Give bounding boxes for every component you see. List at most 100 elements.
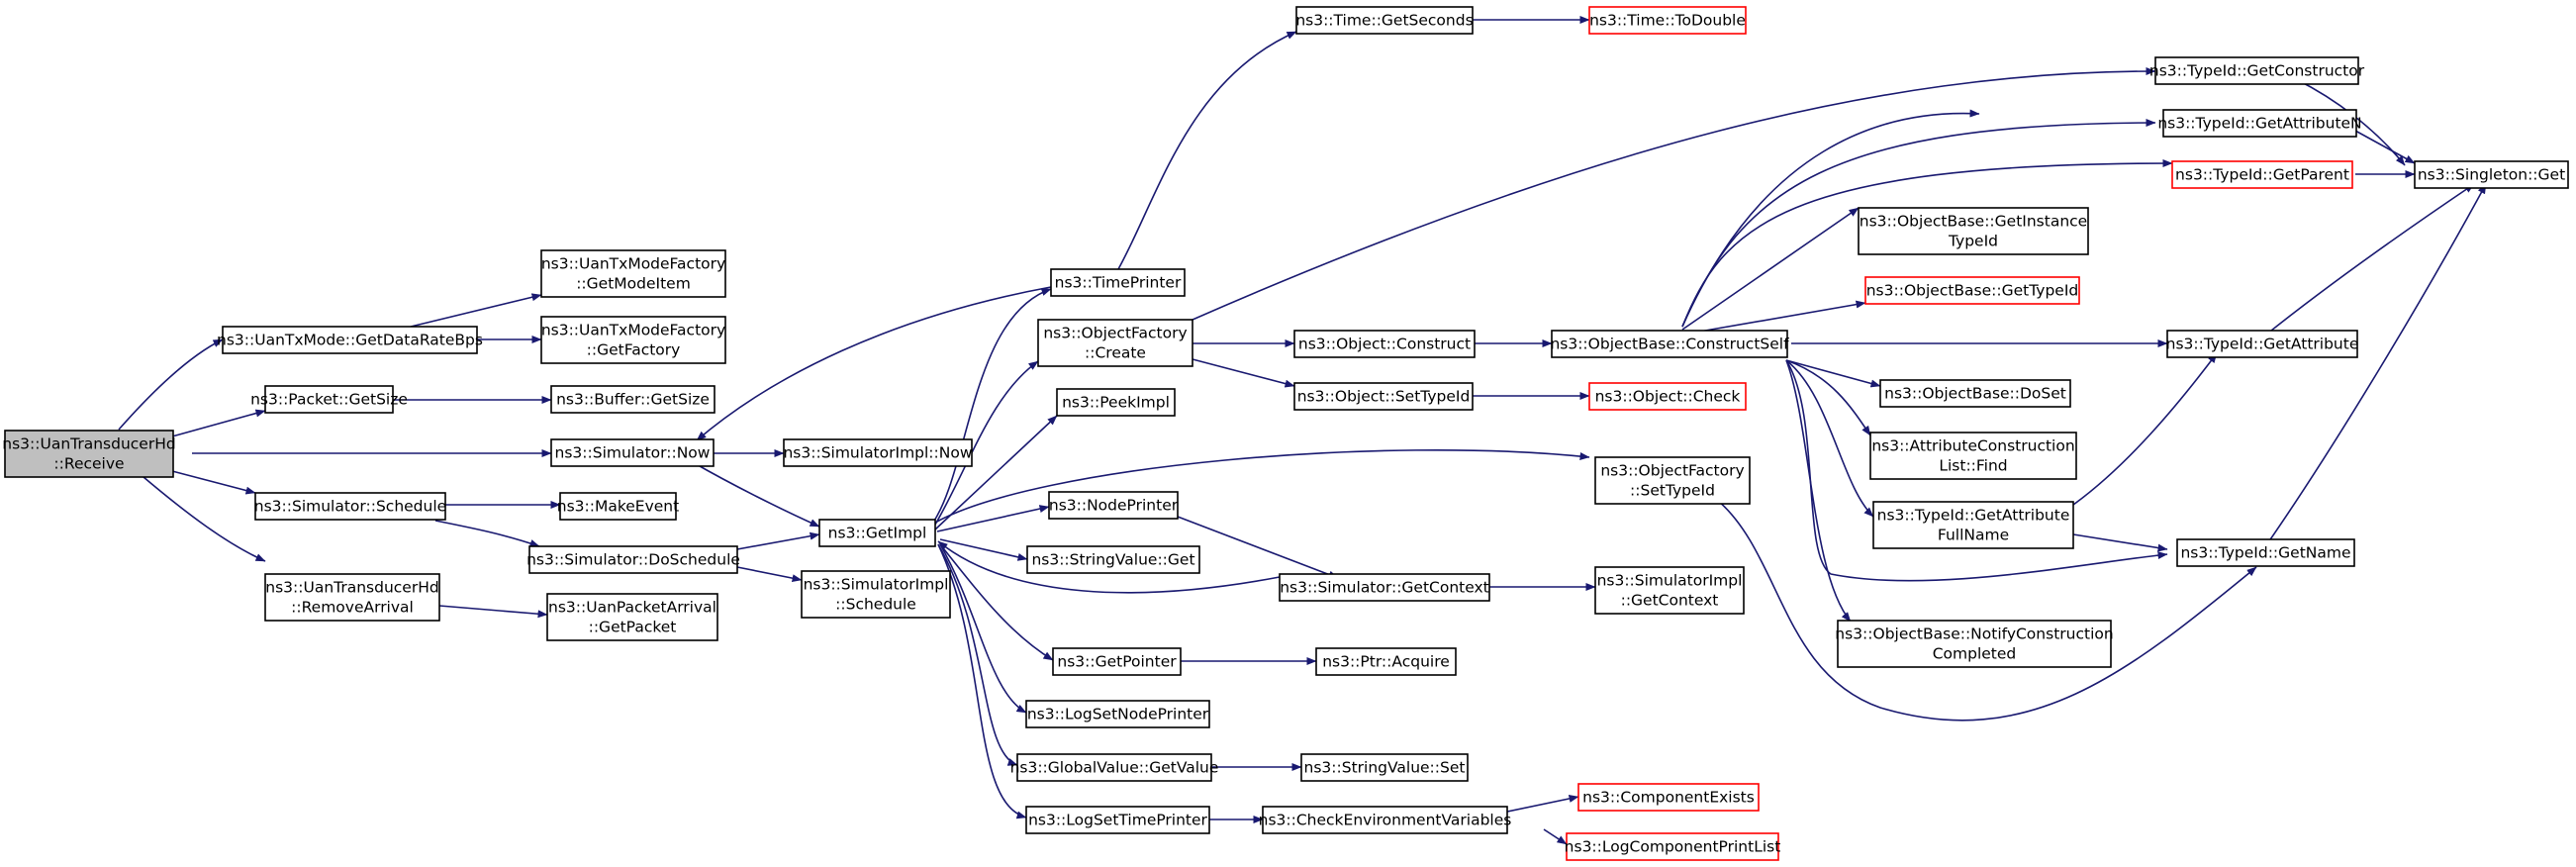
node-label: ns3::ObjectBase::DoSet	[1884, 385, 2066, 403]
node-do-set[interactable]: ns3::ObjectBase::DoSet	[1879, 379, 2071, 408]
edge-constructself-objbasegettypeid	[1681, 300, 1866, 336]
edge-constructself-getinstancetypeid	[1681, 207, 1860, 331]
node-obj-factory-create[interactable]: ns3::ObjectFactory::Create	[1037, 319, 1193, 367]
node-obj-factory-set-type-id[interactable]: ns3::ObjectFactory::SetTypeId	[1594, 456, 1751, 505]
node-label: ns3::Simulator::DoSchedule	[526, 551, 740, 569]
node-label: ns3::LogSetNodePrinter	[1027, 706, 1209, 723]
node-object-set-type-id[interactable]: ns3::Object::SetTypeId	[1293, 382, 1474, 411]
node-box	[2166, 330, 2358, 358]
edges	[118, 16, 2487, 845]
node-box	[783, 438, 973, 467]
node-singleton-get[interactable]: ns3::Singleton::Get	[2414, 160, 2569, 189]
node-global-value-get-value[interactable]: ns3::GlobalValue::GetValue	[1010, 753, 1219, 782]
node-label: ns3::ObjectFactory	[1600, 462, 1744, 480]
node-label: ns3::Buffer::GetSize	[556, 391, 710, 409]
node-log-set-time-printer[interactable]: ns3::LogSetTimePrinter	[1025, 806, 1210, 834]
node-box	[559, 492, 677, 521]
node-peek-impl[interactable]: ns3::PeekImpl	[1056, 388, 1176, 417]
edge-doschedule-simimplschedule	[736, 566, 803, 583]
node-get-parent[interactable]: ns3::TypeId::GetParent	[2171, 160, 2353, 189]
node-label: ns3::Object::Construct	[1298, 336, 1471, 353]
node-box	[540, 249, 726, 298]
node-sim-impl-get-context[interactable]: ns3::SimulatorImpl::GetContext	[1594, 566, 1745, 615]
node-string-value-get[interactable]: ns3::StringValue::Get	[1026, 545, 1200, 574]
node-label: ns3::TimePrinter	[1055, 274, 1182, 292]
node-node-printer[interactable]: ns3::NodePrinter	[1048, 491, 1179, 520]
node-label: ns3::UanTransducerHd	[265, 579, 438, 597]
node-receive[interactable]: ns3::UanTransducerHd::Receive	[2, 430, 176, 478]
node-box	[1037, 319, 1193, 367]
node-box	[1048, 491, 1179, 520]
edge-getattribute-singletonget	[2265, 183, 2475, 336]
node-box	[1293, 330, 1476, 358]
node-packet-get-size[interactable]: ns3::Packet::GetSize	[250, 385, 408, 414]
node-box	[1050, 268, 1186, 297]
edge-objfactorycreate-getconstructor	[1192, 67, 2156, 321]
node-label: ns3::MakeEvent	[557, 498, 679, 516]
node-buffer-get-size[interactable]: ns3::Buffer::GetSize	[550, 385, 716, 414]
node-label: ::GetPacket	[589, 619, 677, 636]
edge-checkenv-logcomponentprintlist	[1543, 828, 1568, 845]
node-log-set-node-printer[interactable]: ns3::LogSetNodePrinter	[1025, 700, 1210, 728]
node-get-attribute[interactable]: ns3::TypeId::GetAttribute	[2166, 330, 2359, 358]
node-object-construct[interactable]: ns3::Object::Construct	[1293, 330, 1476, 358]
node-label: ns3::CheckEnvironmentVariables	[1259, 812, 1512, 829]
node-label: ns3::NodePrinter	[1049, 497, 1179, 515]
node-sim-impl-now[interactable]: ns3::SimulatorImpl::Now	[783, 438, 973, 467]
node-obj-base-get-type-id[interactable]: ns3::ObjectBase::GetTypeId	[1864, 276, 2080, 305]
node-label: ::Create	[1085, 344, 1146, 362]
node-sim-impl-schedule[interactable]: ns3::SimulatorImpl::Schedule	[801, 570, 951, 619]
edge-getimpl-logsetnodeprinter	[939, 543, 1027, 714]
node-sim-get-context[interactable]: ns3::Simulator::GetContext	[1279, 573, 1490, 602]
node-component-exists[interactable]: ns3::ComponentExists	[1577, 783, 1760, 812]
node-label: ::SetTypeId	[1630, 482, 1715, 500]
node-make-event[interactable]: ns3::MakeEvent	[557, 492, 679, 521]
node-box	[1262, 806, 1508, 834]
edge-getimpl-peekimpl	[934, 415, 1058, 530]
node-box	[1864, 276, 2080, 305]
node-get-data-rate-bps[interactable]: ns3::UanTxMode::GetDataRateBps	[217, 326, 483, 354]
node-get-name[interactable]: ns3::TypeId::GetName	[2176, 538, 2355, 567]
node-label: List::Find	[1939, 457, 2007, 475]
node-get-constructor[interactable]: ns3::TypeId::GetConstructor	[2149, 56, 2365, 85]
edge-getattributefullname-getname	[2072, 533, 2168, 552]
node-ptr-acquire[interactable]: ns3::Ptr::Acquire	[1315, 647, 1457, 676]
node-label: ns3::StringValue::Set	[1304, 759, 1466, 777]
node-string-value-set[interactable]: ns3::StringValue::Set	[1300, 753, 1469, 782]
node-time-printer[interactable]: ns3::TimePrinter	[1050, 268, 1186, 297]
node-get-packet[interactable]: ns3::UanPacketArrival::GetPacket	[546, 593, 718, 641]
node-box	[1869, 432, 2077, 480]
node-sim-schedule[interactable]: ns3::Simulator::Schedule	[254, 492, 446, 521]
node-notify-construction[interactable]: ns3::ObjectBase::NotifyConstructionCompl…	[1835, 620, 2114, 668]
node-get-pointer[interactable]: ns3::GetPointer	[1052, 647, 1182, 676]
node-get-mode-item[interactable]: ns3::UanTxModeFactory::GetModeItem	[540, 249, 726, 298]
node-get-attribute-n[interactable]: ns3::TypeId::GetAttributeN	[2157, 109, 2362, 138]
node-label: ::GetModeItem	[576, 275, 691, 293]
edge-objfactorycreate-objectsettypeid	[1192, 358, 1295, 388]
node-construct-self[interactable]: ns3::ObjectBase::ConstructSelf	[1550, 330, 1789, 358]
node-remove-arrival[interactable]: ns3::UanTransducerHd::RemoveArrival	[264, 573, 440, 622]
node-get-factory[interactable]: ns3::UanTxModeFactory::GetFactory	[540, 316, 726, 364]
node-label: ns3::ComponentExists	[1582, 789, 1755, 807]
node-time-get-seconds[interactable]: ns3::Time::GetSeconds	[1295, 6, 1474, 35]
node-box	[1025, 700, 1210, 728]
node-label: ns3::AttributeConstruction	[1871, 437, 2074, 455]
node-time-to-double[interactable]: ns3::Time::ToDouble	[1588, 6, 1747, 35]
node-box	[1594, 456, 1751, 505]
node-label: ns3::ObjectBase::ConstructSelf	[1550, 336, 1789, 353]
node-sim-now[interactable]: ns3::Simulator::Now	[550, 438, 715, 467]
node-label: ::GetFactory	[587, 341, 681, 359]
node-box	[1293, 382, 1474, 411]
edge-constructself-getname	[1785, 359, 2168, 582]
node-box	[1279, 573, 1490, 602]
node-check-env[interactable]: ns3::CheckEnvironmentVariables	[1259, 806, 1512, 834]
node-label: ns3::Simulator::GetContext	[1280, 579, 1489, 597]
node-get-impl[interactable]: ns3::GetImpl	[818, 519, 936, 547]
node-do-schedule[interactable]: ns3::Simulator::DoSchedule	[526, 545, 740, 574]
node-object-check[interactable]: ns3::Object::Check	[1588, 382, 1747, 411]
node-box	[1879, 379, 2071, 408]
node-log-component-print-list[interactable]: ns3::LogComponentPrintList	[1565, 832, 1781, 861]
